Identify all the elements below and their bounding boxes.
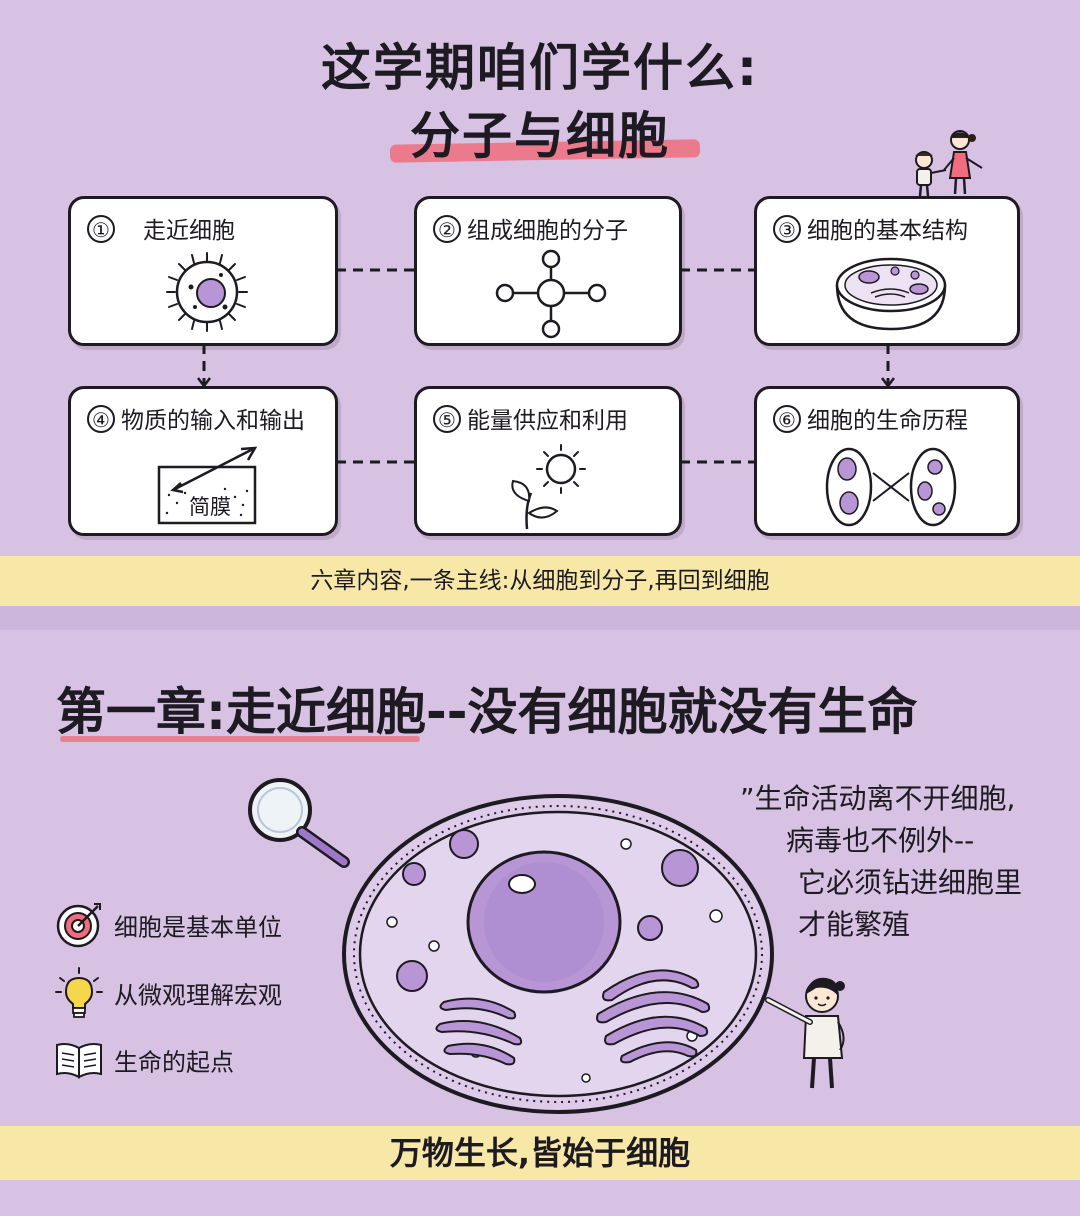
open-book-icon <box>56 1043 102 1079</box>
summary-banner: 六章内容,一条主线:从细胞到分子,再回到细胞 <box>0 556 1080 606</box>
membrane-label: 简膜 <box>189 495 231 519</box>
card-number: ④ <box>87 405 115 433</box>
card-number: ② <box>433 215 461 243</box>
card-number: ③ <box>773 215 801 243</box>
page-subtitle: 分子与细胞 <box>404 96 676 168</box>
chapter-card-1[interactable]: ① 走近细胞 <box>68 196 338 346</box>
child-pointing-icon <box>765 977 845 1089</box>
lightbulb-icon <box>55 967 103 1018</box>
closing-banner: 万物生长,皆始于细胞 <box>0 1126 1080 1180</box>
quote-line: 它必须钻进细胞里 <box>798 866 1023 899</box>
card-title: 物质的输入和输出 <box>121 408 305 434</box>
membrane-transport-icon <box>157 446 258 525</box>
card-number: ① <box>87 215 115 243</box>
quote-line: 才能繁殖 <box>798 908 911 941</box>
feature-text: 从微观理解宏观 <box>114 981 282 1010</box>
card-number: ⑤ <box>433 405 461 433</box>
chapter-card-1-label: ① 走近细胞 <box>87 211 235 245</box>
feature-item-2: 从微观理解宏观 <box>54 966 282 1020</box>
card-title: 组成细胞的分子 <box>467 218 628 244</box>
card-title: 细胞的基本结构 <box>807 218 968 244</box>
page-title: 这学期咱们学什么: <box>321 39 759 97</box>
section-divider <box>0 606 1080 630</box>
card-title: 能量供应和利用 <box>467 408 628 434</box>
cell-with-cilia-icon <box>166 252 248 332</box>
animal-cell-diagram <box>342 794 774 1114</box>
target-icon <box>56 903 101 948</box>
cell-division-icon <box>825 447 957 527</box>
card-title: 细胞的生命历程 <box>807 408 968 434</box>
sun-and-leaf-icon <box>511 444 586 530</box>
cell-structure-dish-icon <box>835 257 947 331</box>
heading-underline <box>60 736 420 742</box>
quote-line: 病毒也不例外-- <box>786 824 975 857</box>
magnifying-glass-icon <box>248 778 350 868</box>
feature-item-1: 细胞是基本单位 <box>54 900 282 950</box>
chapter-one-heading: 第一章:走近细胞--没有细胞就没有生命 <box>56 683 918 741</box>
feature-text: 生命的起点 <box>114 1048 234 1077</box>
quote-block: ”生命活动离不开细胞, 病毒也不例外-- 它必须钻进细胞里 才能繁殖 <box>740 778 1022 946</box>
feature-text: 细胞是基本单位 <box>114 913 282 942</box>
kids-holding-hands-icon <box>915 130 983 197</box>
card-title: 走近细胞 <box>143 218 235 244</box>
card-number: ⑥ <box>773 405 801 433</box>
feature-item-3: 生命的起点 <box>54 1040 234 1080</box>
molecule-icon <box>495 249 607 339</box>
page-subtitle-wrap: 分子与细胞 <box>0 96 1080 168</box>
quote-line: ”生命活动离不开细胞, <box>740 782 1016 815</box>
